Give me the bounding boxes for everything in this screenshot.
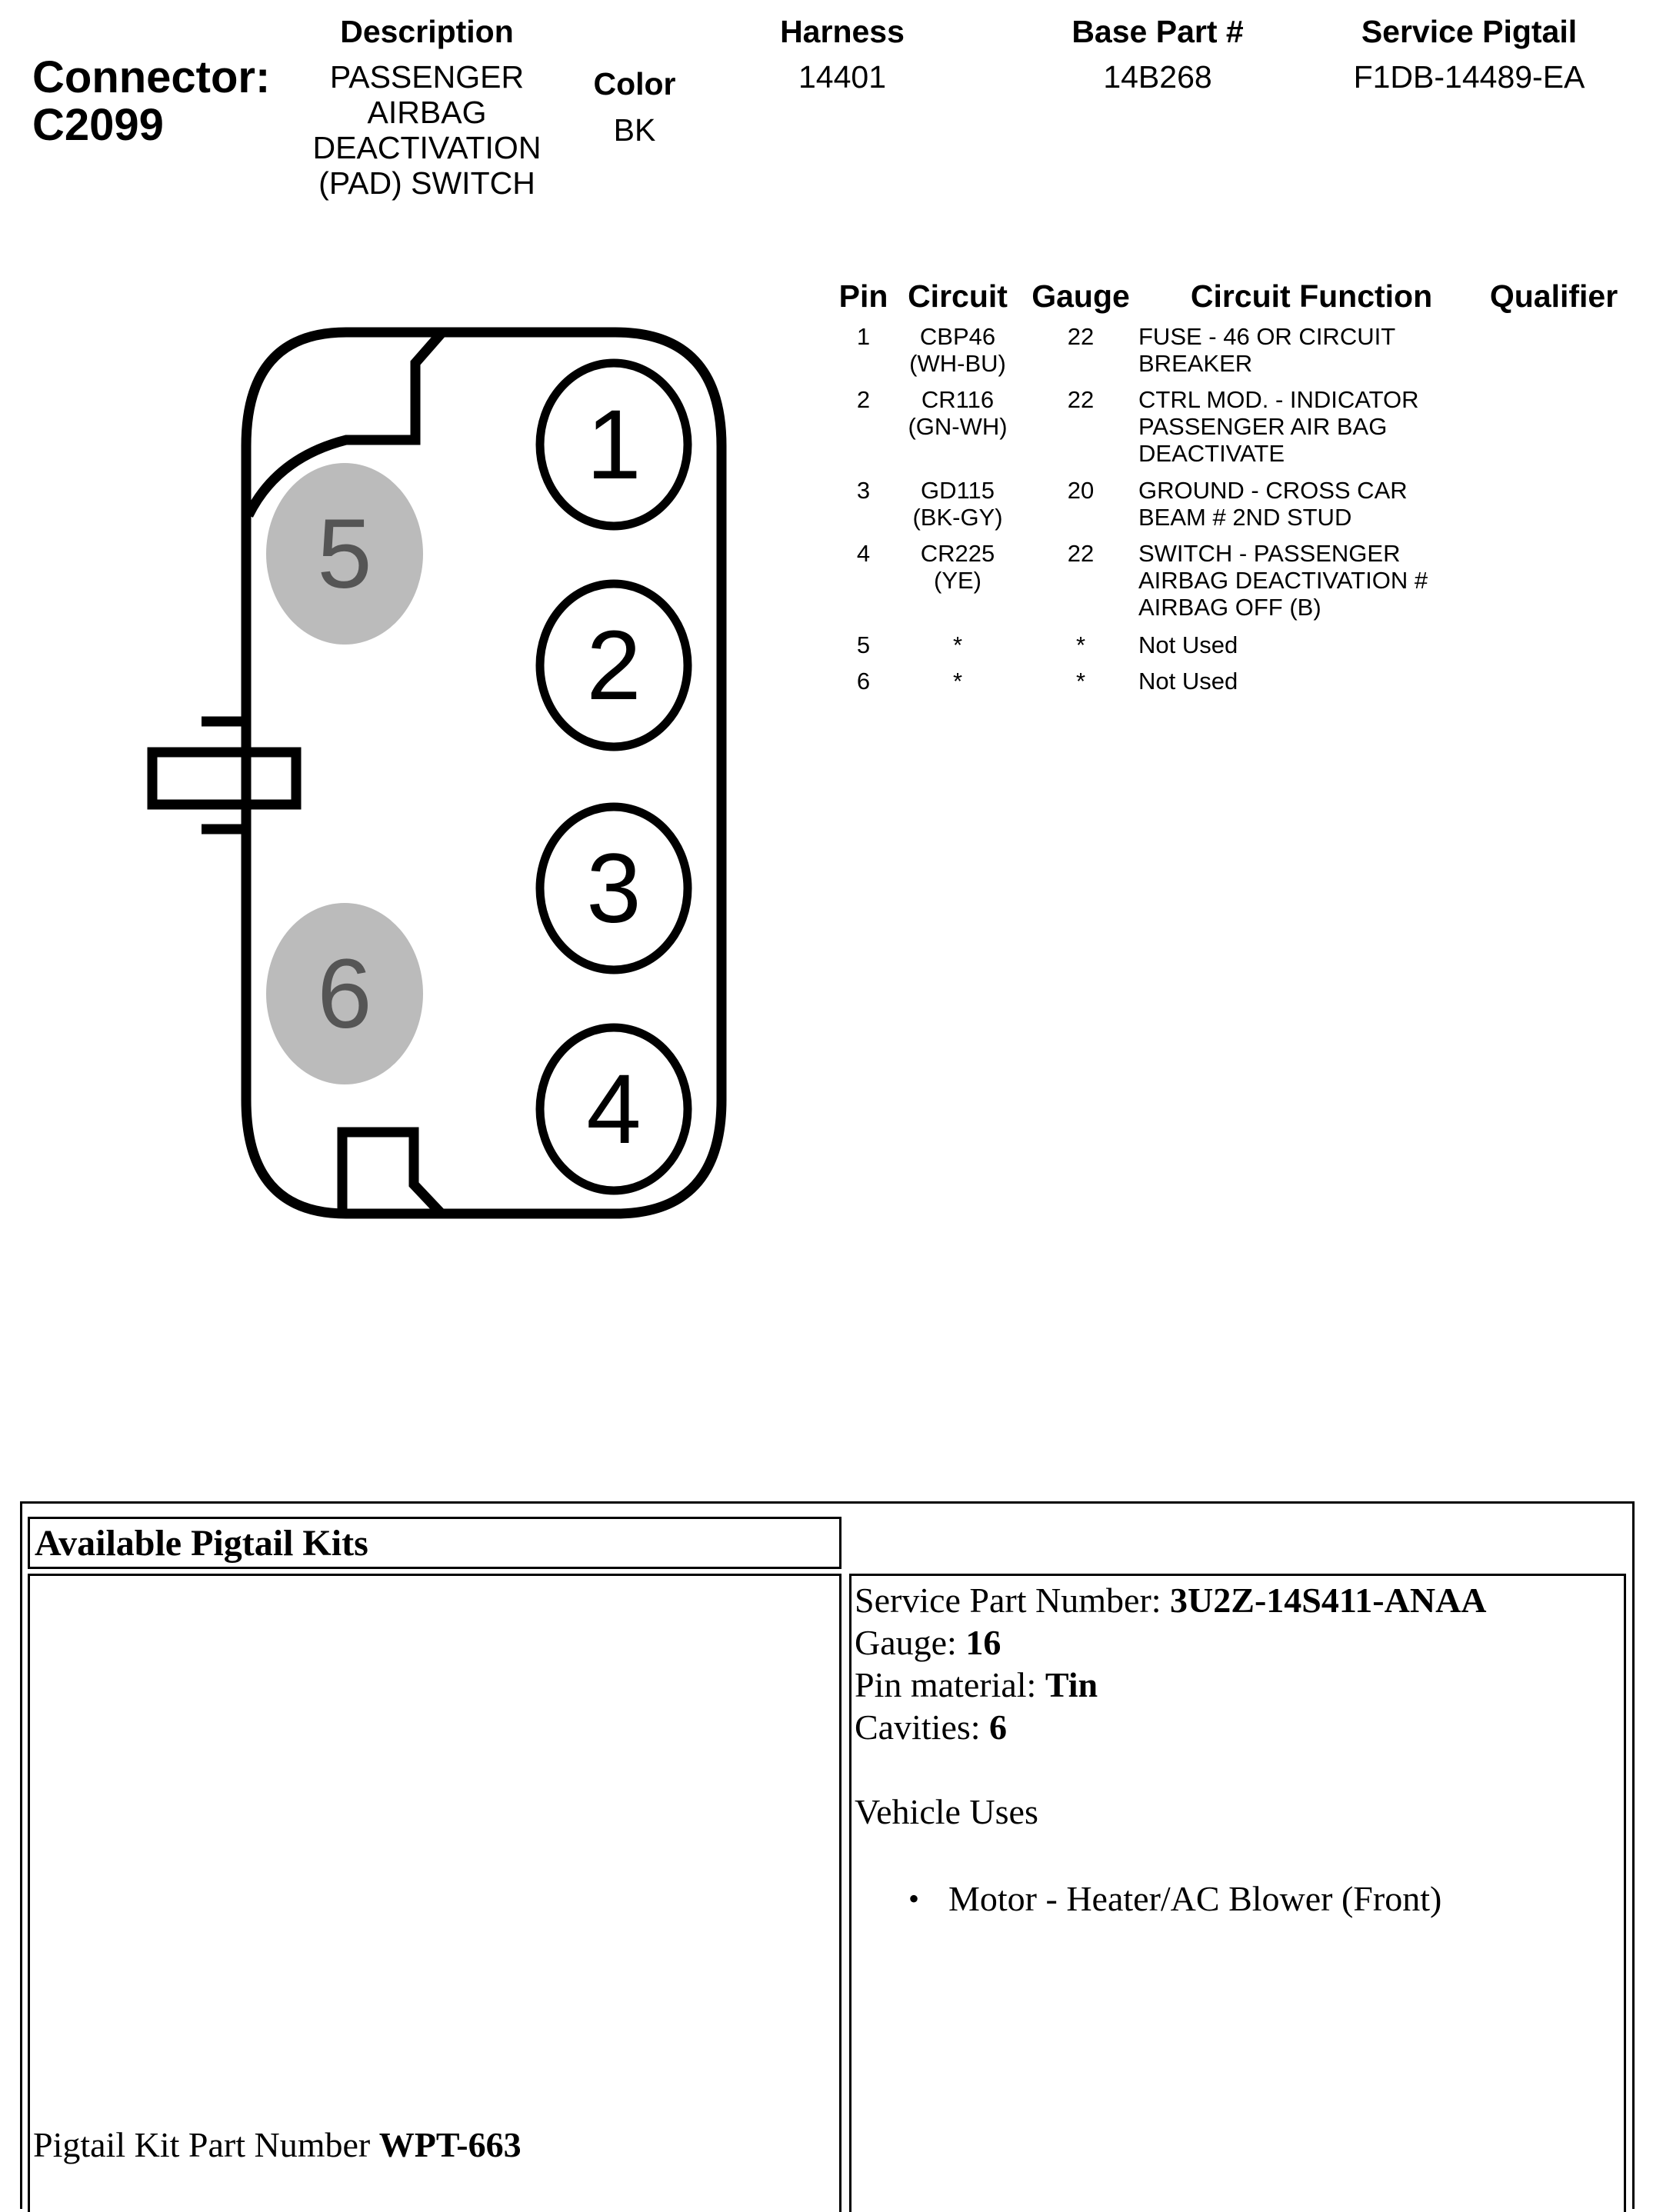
pigtail-title-box: Available Pigtail Kits — [28, 1517, 841, 1569]
pin-1-gauge: 22 — [1067, 323, 1095, 350]
gauge-col-header: Gauge — [1031, 278, 1130, 314]
svg-text:2: 2 — [586, 611, 641, 721]
pin-5-gauge: * — [1075, 631, 1086, 658]
pin-1-circuit: CBP46(WH-BU) — [909, 323, 1006, 377]
pin-4-gauge: 22 — [1067, 540, 1095, 567]
svg-text:5: 5 — [317, 499, 372, 609]
pin-col-header: Pin — [838, 278, 888, 314]
pin-4-number: 4 — [856, 540, 871, 567]
cavity-2: 2 — [535, 579, 692, 751]
cavity-5: 5 — [266, 463, 423, 645]
pin-5-number: 5 — [856, 631, 871, 658]
pin-6-number: 6 — [856, 668, 871, 695]
qualifier-col-header: Qualifier — [1489, 278, 1618, 314]
harness-value: 14401 — [798, 59, 886, 95]
service-part-number: Service Part Number: 3U2Z-14S411-ANAA — [855, 1581, 1487, 1620]
pigtail-section-frame — [20, 1501, 1635, 2209]
color-value: BK — [613, 112, 656, 148]
vehicle-uses-label: Vehicle Uses — [855, 1792, 1038, 1831]
pin-2-number: 2 — [856, 386, 871, 413]
pin-2-circuit: CR116(GN-WH) — [908, 386, 1008, 440]
pigtail-title: Available Pigtail Kits — [35, 1523, 368, 1564]
bottom-latch-outline — [337, 1127, 444, 1216]
service-pigtail-header: Service Pigtail — [1361, 14, 1578, 49]
housing-outline — [241, 327, 727, 1219]
cavity-3: 3 — [535, 802, 692, 974]
side-tab — [147, 747, 302, 810]
base-part-header: Base Part # — [1071, 14, 1244, 49]
pin-3-circuit: GD115(BK-GY) — [912, 477, 1003, 531]
pin-material: Pin material: Tin — [855, 1665, 1098, 1704]
color-header: Color — [593, 66, 676, 102]
pigtail-details: Service Part Number: 3U2Z-14S411-ANAA Ga… — [855, 1579, 1487, 1920]
pin-5-function: Not Used — [1138, 631, 1238, 658]
cavities: Cavities: 6 — [855, 1707, 1008, 1747]
pin-4-circuit: CR225(YE) — [920, 540, 995, 594]
svg-text:4: 4 — [586, 1054, 641, 1164]
side-tab-rails — [202, 716, 246, 834]
cavity-4: 4 — [535, 1023, 692, 1195]
pigtail-details-box: Service Part Number: 3U2Z-14S411-ANAA Ga… — [849, 1574, 1626, 2212]
cavity-6: 6 — [266, 903, 423, 1084]
pigtail-gauge: Gauge: 16 — [855, 1623, 1001, 1662]
connector-label: Connector: — [32, 52, 271, 102]
circuit-col-header: Circuit — [908, 278, 1008, 314]
pin-6-function: Not Used — [1138, 668, 1238, 695]
description-value: PASSENGER AIRBAG DEACTIVATION (PAD) SWIT… — [312, 59, 542, 201]
cavity-1: 1 — [535, 358, 692, 531]
pin-3-number: 3 — [856, 477, 871, 504]
pigtail-kit-part-number: Pigtail Kit Part Number WPT-663 — [33, 2125, 522, 2164]
pin-6-gauge: * — [1075, 668, 1086, 695]
pin-2-gauge: 22 — [1067, 386, 1095, 413]
pin-6-circuit: * — [952, 668, 963, 695]
service-pigtail-value: F1DB-14489-EA — [1353, 59, 1585, 95]
svg-text:1: 1 — [586, 390, 641, 500]
pin-3-gauge: 20 — [1067, 477, 1095, 504]
pin-1-number: 1 — [856, 323, 871, 350]
svg-text:6: 6 — [317, 939, 372, 1049]
base-part-value: 14B268 — [1103, 59, 1212, 95]
pigtail-image-box: Pigtail Kit Part Number WPT-663 — [28, 1574, 841, 2212]
svg-text:3: 3 — [586, 834, 641, 944]
description-header: Description — [340, 14, 514, 49]
connector-id: C2099 — [32, 100, 164, 150]
vehicle-use-item: • Motor - Heater/AC Blower (Front) — [908, 1879, 1442, 1918]
pin-5-circuit: * — [952, 631, 963, 658]
connector-title: Connector: C2099 — [32, 54, 270, 149]
top-latch-outline — [244, 328, 446, 518]
function-col-header: Circuit Function — [1190, 278, 1433, 314]
bullet-icon: • — [908, 1881, 920, 1916]
harness-header: Harness — [780, 14, 905, 49]
connector-diagram: 1 2 3 4 5 6 — [147, 327, 727, 1219]
